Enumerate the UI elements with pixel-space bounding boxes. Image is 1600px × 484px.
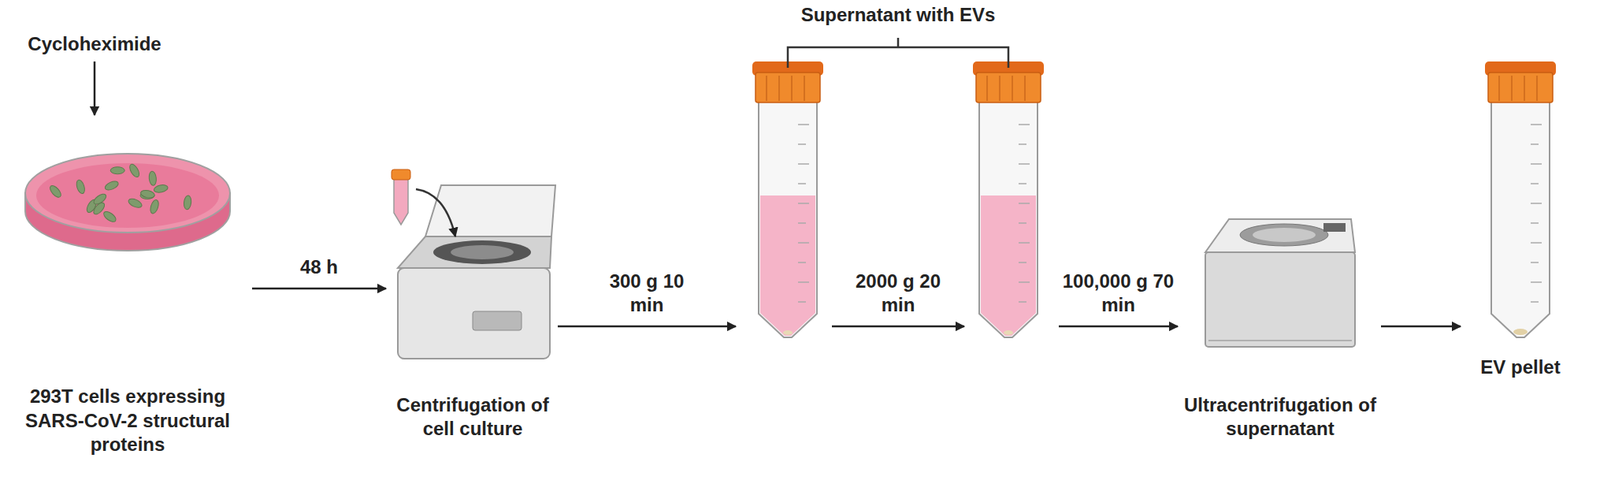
centrifuge [472,311,522,331]
pellet-tube [1530,124,1542,302]
caption: 293T cells expressing SARS-CoV-2 structu… [6,384,249,457]
supernatant-tube [972,61,1044,338]
culture-dish [25,153,231,233]
centrifugation-step: Centrifugation of cell culture [390,165,555,442]
centrifuge [391,169,556,359]
culture-dish [36,163,220,228]
cells [183,194,193,210]
ultracentrifuge [1205,252,1355,347]
supernatant-tube [752,61,824,338]
supernatant-tube [798,124,810,302]
sample-tube [391,169,411,225]
pellet-tube [1513,328,1528,335]
caption: Supernatant with EVs [801,3,996,28]
caption: Cycloheximide [27,32,161,57]
ultracentrifuge [1205,219,1355,347]
centrifuge [450,245,514,260]
supernatant-tube [752,61,824,338]
reagent-label: Cycloheximide [15,29,174,59]
pellet-tube [1484,61,1556,338]
cells [148,198,160,215]
cells [148,170,157,186]
supernatant-tube [1003,330,1014,335]
step-label: 48 h [271,255,367,279]
cells [91,200,107,216]
supernatant-tube [760,195,816,336]
ultracentrifuge [1252,227,1316,242]
supernatant-tube [783,330,793,335]
caption: Ultracentrifugation of supernatant [1182,393,1378,442]
arrow [831,325,965,328]
arrow [252,287,387,290]
supernatant-tube [980,195,1036,336]
cells [48,162,192,223]
ultracentrifugation-step: Ultracentrifugation of supernatant [1182,204,1378,442]
cells [101,209,118,224]
cells [103,179,120,193]
cells [140,189,156,200]
caption: EV pellet [1480,355,1560,380]
cells [152,183,168,194]
centrifuge [397,236,552,268]
ultracentrifuge [1239,223,1329,246]
supernatant-tube [1018,124,1030,302]
supernatant-tube [972,61,1044,338]
arrow [1380,325,1461,328]
step-label: 300 g 10 min [595,269,698,317]
bracket [787,37,1009,68]
pellet-step: EV pellet [1465,55,1576,380]
cells [74,178,86,195]
centrifuge [433,240,531,264]
sample-tube [391,169,411,180]
step-label: 2000 g 20 min [846,269,950,317]
arrow [557,325,736,328]
culture-dish [25,153,231,251]
sample-tube [393,178,409,225]
cells [48,183,64,199]
centrifuge [415,189,456,237]
pellet-tube [1484,61,1556,338]
ultracentrifuge [1208,339,1352,342]
cells [110,167,125,175]
caption: Centrifugation of cell culture [390,393,555,442]
step-label: 100,000 g 70 min [1047,269,1190,317]
arrow [93,61,97,116]
arrow [1058,325,1178,328]
ultracentrifuge [1205,219,1355,253]
ultracentrifuge [1323,222,1346,232]
cell-culture: 293T cells expressing SARS-CoV-2 structu… [6,118,249,457]
cells [127,196,144,210]
cells [127,162,142,179]
centrifuge [397,267,550,359]
